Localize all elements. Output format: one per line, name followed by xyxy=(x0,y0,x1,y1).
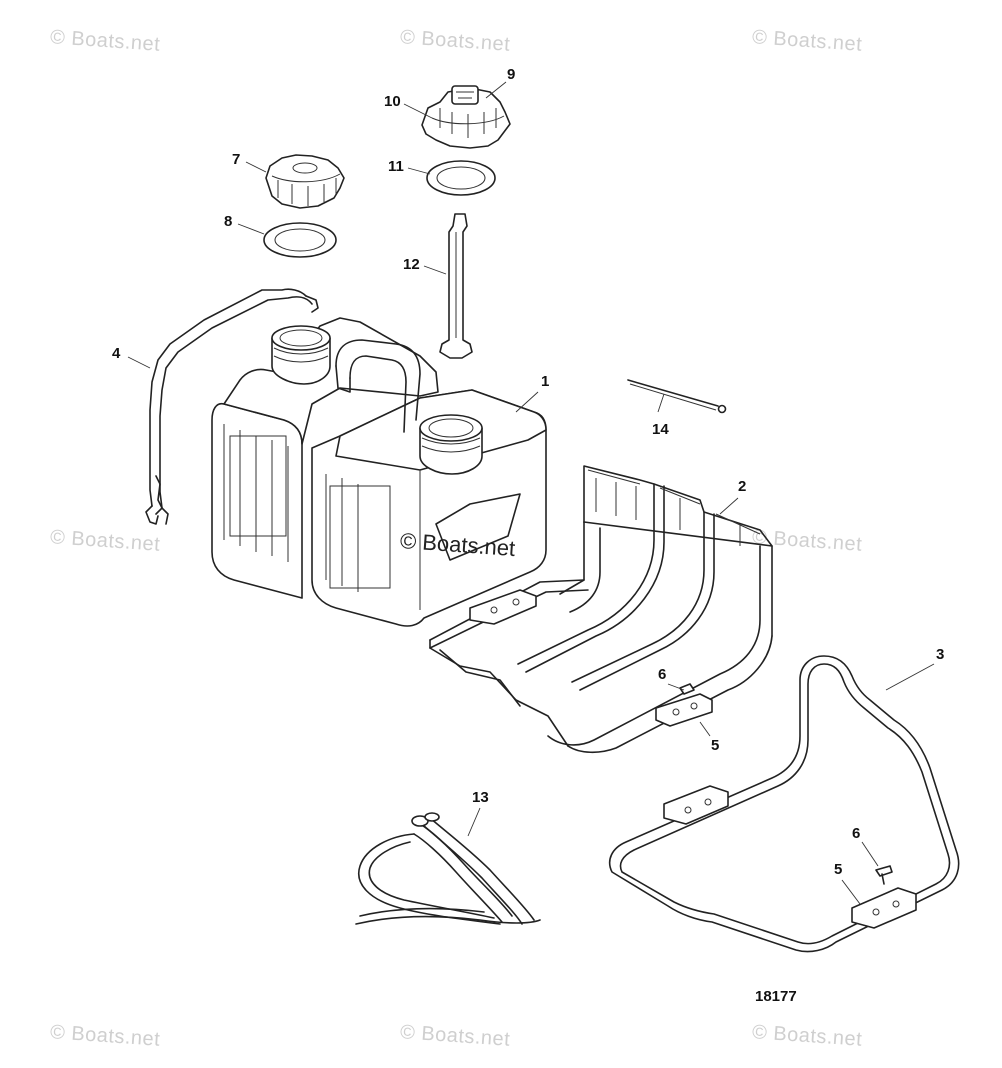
callout-13: 13 xyxy=(472,789,489,806)
callout-11: 11 xyxy=(388,158,404,175)
fuel-hose-illustration xyxy=(355,812,541,925)
fuel-tank-illustration xyxy=(211,317,547,627)
gasket-8-illustration xyxy=(263,222,337,258)
callout-1: 1 xyxy=(541,373,550,390)
callout-7: 7 xyxy=(232,151,241,168)
vented-cap-illustration xyxy=(421,85,511,149)
callout-9: 9 xyxy=(507,66,516,83)
callout-6-tray: 6 xyxy=(658,666,667,683)
callout-4: 4 xyxy=(112,345,121,362)
callout-12: 12 xyxy=(403,256,420,273)
strap-illustration xyxy=(145,288,319,525)
callout-6-frame: 6 xyxy=(852,825,861,842)
callout-5-tray: 5 xyxy=(711,737,720,754)
callout-2: 2 xyxy=(738,478,747,495)
fuel-cap-illustration xyxy=(265,154,345,209)
pickup-tube-illustration xyxy=(439,213,473,359)
tank-tray-illustration xyxy=(429,465,773,754)
drawing-number: 18177 xyxy=(755,988,797,1005)
callout-8: 8 xyxy=(224,213,233,230)
callout-3: 3 xyxy=(936,646,945,663)
callout-5-frame: 5 xyxy=(834,861,843,878)
gasket-11-illustration xyxy=(426,160,496,196)
bracket-frame-illustration xyxy=(608,655,960,953)
callout-14: 14 xyxy=(652,421,669,438)
leader-lines xyxy=(127,81,935,905)
callout-10: 10 xyxy=(384,93,401,110)
rod-14-illustration xyxy=(627,379,727,414)
